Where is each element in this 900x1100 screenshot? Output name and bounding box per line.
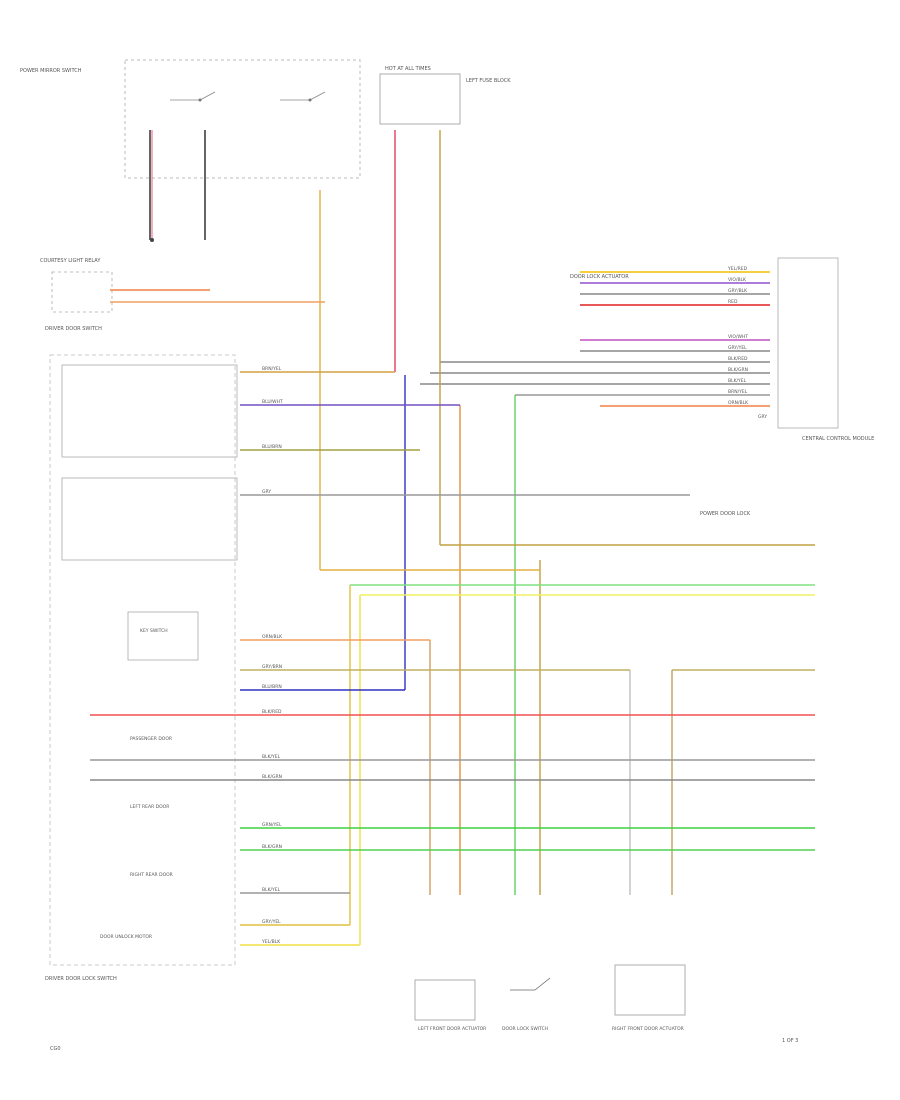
wire-label: GRY/YEL [262, 919, 281, 925]
actuator-left-label: LEFT FRONT DOOR ACTUATOR [418, 1026, 486, 1032]
wire-label: BLK/GRN [262, 844, 282, 850]
wire-label: VIO/BLK [728, 277, 747, 283]
wire-label: GRY [262, 489, 271, 495]
horizontal-wires [90, 289, 815, 946]
wire-label: BRN/YEL [728, 389, 748, 395]
driver-door-switch-box: DRIVER DOOR SWITCH KEY SWITCH PASSENGER … [45, 326, 238, 982]
wire-label: GRY/BLK [728, 288, 748, 294]
wire-label: BLK/GRN [728, 367, 748, 373]
wire-label: BLK/YEL [262, 887, 281, 893]
driver-door-switch-label: DRIVER DOOR SWITCH [45, 326, 102, 332]
wire-label: VIO/WHT [728, 334, 748, 340]
wire-label: BLK/RED [728, 356, 748, 362]
wire-label: GRY [758, 414, 767, 420]
door-unlock-motor-label: DOOR UNLOCK MOTOR [100, 934, 152, 940]
wire-label: YEL/RED [727, 266, 748, 272]
actuator-mid-label: DOOR LOCK SWITCH [502, 1026, 548, 1032]
fuse-block-label: LEFT FUSE BLOCK [466, 78, 511, 84]
horizontal-wire-labels: BRN/YEL BLU/WHT BLU/BRN GRY ORN/BLK GRY/… [261, 366, 283, 945]
hot-at-all-times-label: HOT AT ALL TIMES [385, 66, 431, 72]
control-module-wire-labels: YEL/RED VIO/BLK GRY/BLK RED VIO/WHT GRY/… [727, 266, 767, 420]
wire-label: BLU/BRN [262, 684, 282, 690]
central-control-label: CENTRAL CONTROL MODULE [802, 436, 874, 442]
courtesy-relay-box: COURTESY LIGHT RELAY [40, 258, 113, 313]
page-code: CG0 [50, 1046, 61, 1052]
mirror-switch-box: POWER MIRROR SWITCH [20, 59, 361, 242]
wire-label: BRN/YEL [262, 366, 282, 372]
bottom-left-title: DRIVER DOOR LOCK SWITCH [45, 976, 117, 982]
central-control-module: CENTRAL CONTROL MODULE DOOR LOCK ACTUATO… [570, 257, 874, 442]
actuator-right-label: RIGHT FRONT DOOR ACTUATOR [612, 1026, 684, 1032]
wire-label: RED [728, 299, 738, 305]
control-module-wires [420, 271, 770, 407]
passenger-door-label: PASSENGER DOOR [130, 736, 172, 742]
wire-label: YEL/BLK [261, 939, 281, 945]
bottom-components: LEFT FRONT DOOR ACTUATOR DOOR LOCK SWITC… [414, 964, 686, 1032]
courtesy-relay-label: COURTESY LIGHT RELAY [40, 258, 101, 264]
wire-label: ORN/BLK [262, 634, 283, 640]
wire-label: GRY/YEL [728, 345, 747, 351]
wire-label: BLK/RED [262, 709, 282, 715]
wire-label: BLK/YEL [262, 754, 281, 760]
vertical-wires [319, 130, 673, 945]
wire-label: BLK/GRN [262, 774, 282, 780]
mirror-switch-label: POWER MIRROR SWITCH [20, 68, 82, 74]
right-rear-door-label: RIGHT REAR DOOR [130, 872, 173, 878]
fuse-block-box: HOT AT ALL TIMES LEFT FUSE BLOCK [379, 66, 511, 125]
footer-right: 1 OF 3 [782, 1038, 798, 1044]
wire-label: BLU/BRN [262, 444, 282, 450]
door-lock-actuator-label: DOOR LOCK ACTUATOR [570, 274, 629, 280]
power-door-lock-label: POWER DOOR LOCK [700, 511, 751, 517]
key-switch-label: KEY SWITCH [140, 628, 168, 634]
wire-label: BLK/YEL [728, 378, 747, 384]
wire-label: GRY/BRN [262, 664, 282, 670]
wire-label: BLU/WHT [262, 399, 283, 405]
wire-label: ORN/BLK [728, 400, 749, 406]
wire-label: GRN/YEL [262, 822, 282, 828]
left-rear-door-label: LEFT REAR DOOR [130, 804, 169, 810]
